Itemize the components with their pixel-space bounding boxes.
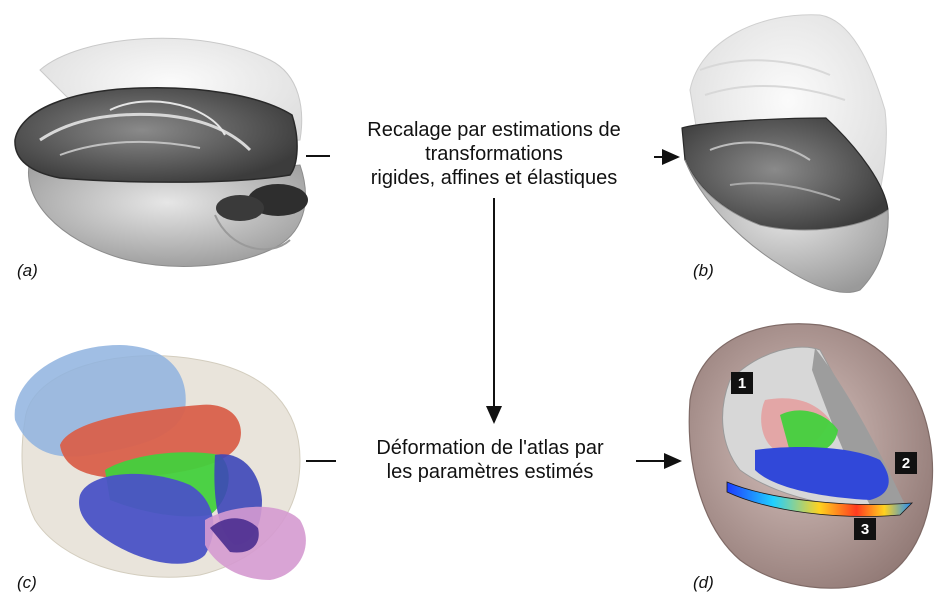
connector-arrows bbox=[306, 156, 680, 461]
registration-caption-line-2: transformations bbox=[333, 142, 655, 166]
panel-b-brain-rendering bbox=[682, 15, 888, 293]
registration-caption-line-3: rigides, affines et élastiques bbox=[333, 166, 655, 190]
panel-c-label: (c) bbox=[17, 573, 37, 592]
panel-b-label: (b) bbox=[693, 261, 714, 280]
panel-a-label: (a) bbox=[17, 261, 38, 280]
marker-2: 2 bbox=[895, 452, 917, 474]
panel-a-brain-rendering bbox=[15, 38, 308, 266]
panel-d-label: (d) bbox=[693, 573, 714, 592]
deformation-caption-line-1: Déformation de l'atlas par bbox=[345, 436, 635, 460]
panel-c-atlas-rendering bbox=[15, 345, 306, 580]
marker-3: 3 bbox=[854, 518, 876, 540]
deformation-caption-line-2: les paramètres estimés bbox=[345, 460, 635, 484]
marker-1: 1 bbox=[731, 372, 753, 394]
registration-caption-line-1: Recalage par estimations de bbox=[333, 118, 655, 142]
deformation-step-caption: Déformation de l'atlas par les paramètre… bbox=[345, 436, 635, 484]
registration-step-caption: Recalage par estimations de transformati… bbox=[333, 118, 655, 190]
